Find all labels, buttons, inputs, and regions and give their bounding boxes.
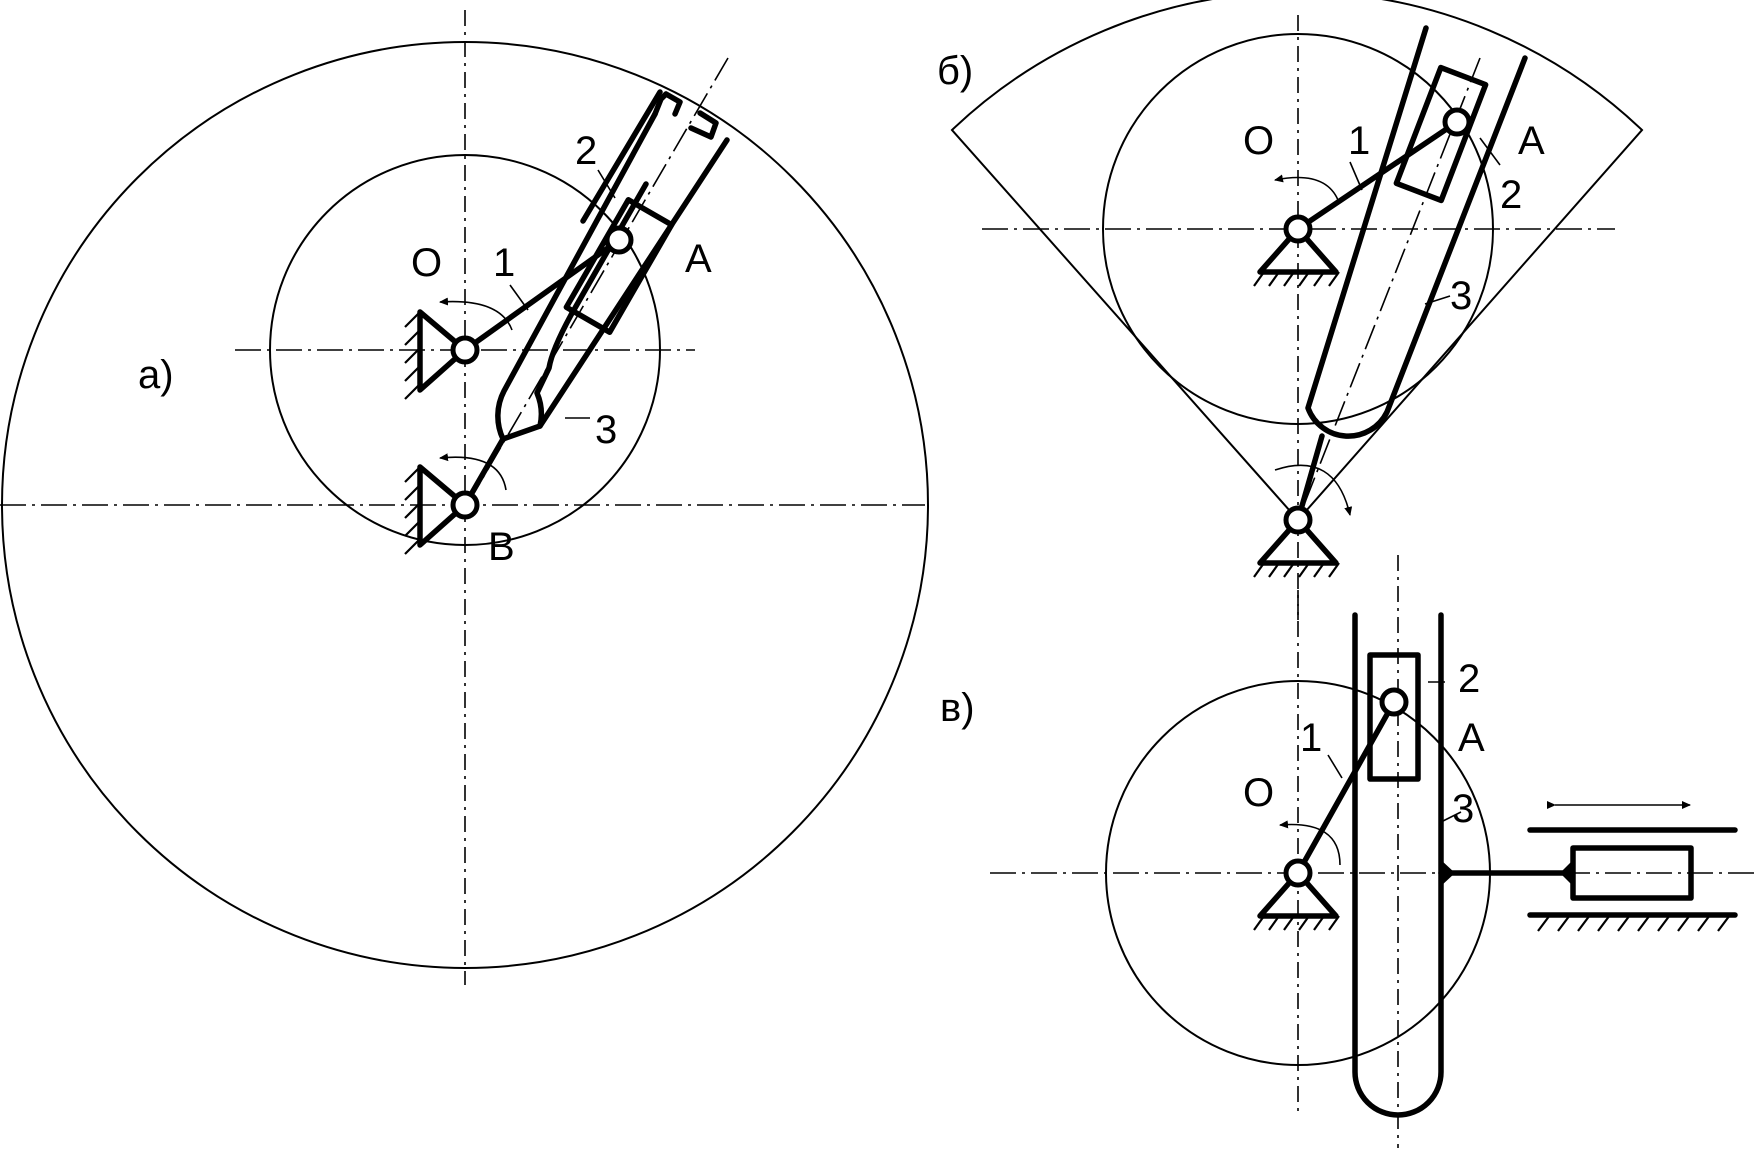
- fig-b-swing-arrow-lower: [1274, 464, 1353, 516]
- fig-b-slider-2: [1393, 64, 1489, 204]
- fig-a-pin-a: [604, 225, 634, 255]
- fig-b-pin-o: [1283, 214, 1313, 244]
- fig-a-slot-cap: [652, 91, 719, 140]
- fig-c-point-a-label: A: [1458, 716, 1485, 760]
- fig-b-support-o: [1253, 226, 1340, 287]
- fig-c-leader-1: [1327, 754, 1343, 779]
- fig-c-link-3-label: 3: [1452, 787, 1474, 831]
- fig-c-caption: в): [940, 686, 975, 730]
- fig-b-point-a-label: A: [1518, 119, 1545, 163]
- fig-a-link-2-label: 2: [575, 129, 597, 173]
- fig-c-slider-2: [1367, 652, 1421, 782]
- fig-c-link-1-label: 1: [1300, 716, 1322, 760]
- fig-b-rocker-axis: [1297, 57, 1481, 521]
- fig-b-leader-3: [1424, 295, 1451, 305]
- fig-a-slot-outer-edge: [537, 137, 730, 429]
- fig-b-link-2-label: 2: [1500, 173, 1522, 217]
- fig-a-rocker-axis: [469, 57, 729, 501]
- figure-a: а) O 1 2 A 3 B: [0, 10, 929, 985]
- fig-c-link-2-label: 2: [1458, 657, 1480, 701]
- fig-c-support-o: [1253, 870, 1340, 931]
- fig-c-pin-a: [1379, 687, 1409, 717]
- fig-a-slotted-link-3: [495, 89, 663, 442]
- fig-c-pin-o: [1283, 858, 1313, 888]
- fig-a-pin-b: [450, 490, 480, 520]
- figure-c: в) 2 A 1 O 3: [940, 555, 1755, 1148]
- fig-b-pin-a: [1442, 107, 1472, 137]
- fig-b-caption: б): [937, 49, 973, 93]
- fig-a-support-o: [404, 309, 468, 400]
- fig-c-rod-joint: [1441, 860, 1455, 886]
- fig-c-leader-3: [1440, 811, 1462, 823]
- fig-b-pin-lower: [1283, 505, 1313, 535]
- fig-a-crank-1: [462, 237, 622, 353]
- fig-b-crank-1: [1295, 119, 1460, 232]
- fig-b-slotted-link-3: [1305, 25, 1528, 439]
- fig-b-link-3-label: 3: [1450, 274, 1472, 318]
- figure-b: б) O 1 A 2 3: [937, 0, 1644, 620]
- fig-c-output-slider: [1570, 845, 1694, 901]
- fig-c-slotted-frame-3: [1352, 612, 1444, 1118]
- fig-b-link-1-label: 1: [1348, 119, 1370, 163]
- fig-a-point-a-label: A: [685, 237, 712, 281]
- fig-a-link-3-label: 3: [595, 408, 617, 452]
- fig-b-support-lower: [1253, 517, 1340, 578]
- fig-a-link-1-label: 1: [493, 241, 515, 285]
- fig-c-rotation-arrow-o: [1279, 820, 1341, 866]
- fig-a-crank-circle: [269, 154, 661, 546]
- fig-c-guide-hatching: [1537, 914, 1731, 932]
- fig-b-leader-1: [1349, 161, 1363, 191]
- fig-c-point-o-label: O: [1243, 771, 1274, 815]
- fig-a-leader-1: [509, 284, 529, 311]
- fig-c-piston-joint: [1560, 860, 1573, 886]
- fig-a-point-o-label: O: [411, 241, 442, 285]
- fig-a-rotation-arrow-b: [439, 453, 507, 491]
- fig-b-swing-sector: [950, 0, 1644, 522]
- fig-a-caption: а): [138, 353, 174, 397]
- fig-c-crank-1: [1295, 699, 1397, 876]
- fig-a-outer-circle: [1, 41, 929, 969]
- fig-a-support-b: [404, 464, 468, 555]
- fig-b-crank-circle: [1102, 33, 1494, 425]
- fig-a-rotation-arrow-o: [439, 297, 513, 331]
- fig-b-rotation-arrow-o: [1274, 174, 1339, 201]
- fig-b-link-3-arm: [1295, 433, 1325, 523]
- fig-a-point-b-label: B: [488, 525, 515, 569]
- fig-a-pin-o: [450, 335, 480, 365]
- fig-b-point-o-label: O: [1243, 119, 1274, 163]
- fig-a-leader-2: [597, 169, 616, 199]
- fig-b-leader-2: [1479, 137, 1501, 166]
